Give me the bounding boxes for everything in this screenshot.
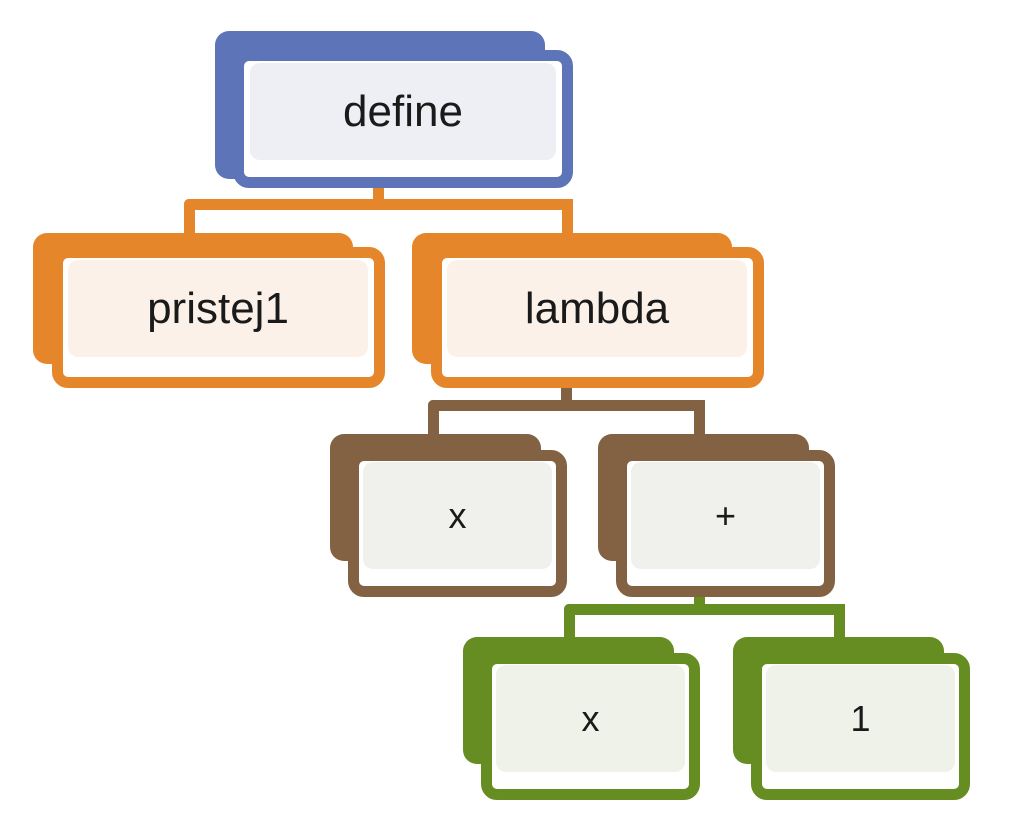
- node-panel-arg-1: 1: [766, 665, 955, 772]
- lambda-to-children-drop-0: [428, 400, 439, 434]
- node-label-define: define: [343, 86, 463, 136]
- node-label-plus: +: [714, 494, 737, 536]
- node-label-lambda: lambda: [524, 283, 670, 333]
- plus-to-children-stem: [694, 588, 705, 606]
- node-panel-pristej1: pristej1: [68, 260, 368, 357]
- define-to-children-stem: [373, 180, 384, 204]
- node-label-param-x: x: [448, 494, 467, 536]
- node-label-arg-1: 1: [850, 697, 871, 739]
- define-to-children-drop-1: [562, 199, 573, 233]
- define-to-children-bar: [184, 199, 573, 210]
- plus-to-children-drop-0: [564, 604, 575, 637]
- plus-to-children-drop-1: [834, 604, 845, 637]
- node-label-arg-x: x: [581, 697, 600, 739]
- node-panel-param-x: x: [363, 462, 552, 569]
- node-panel-arg-x: x: [496, 665, 685, 772]
- lambda-to-children-bar: [428, 400, 705, 411]
- node-panel-define: define: [250, 63, 556, 160]
- node-panel-plus: +: [631, 462, 820, 569]
- lambda-to-children-drop-1: [694, 400, 705, 434]
- node-label-pristej1: pristej1: [147, 283, 289, 333]
- node-panel-lambda: lambda: [447, 260, 747, 357]
- plus-to-children-bar: [564, 604, 845, 615]
- lambda-to-children-stem: [561, 380, 572, 402]
- define-to-children-drop-0: [184, 199, 195, 233]
